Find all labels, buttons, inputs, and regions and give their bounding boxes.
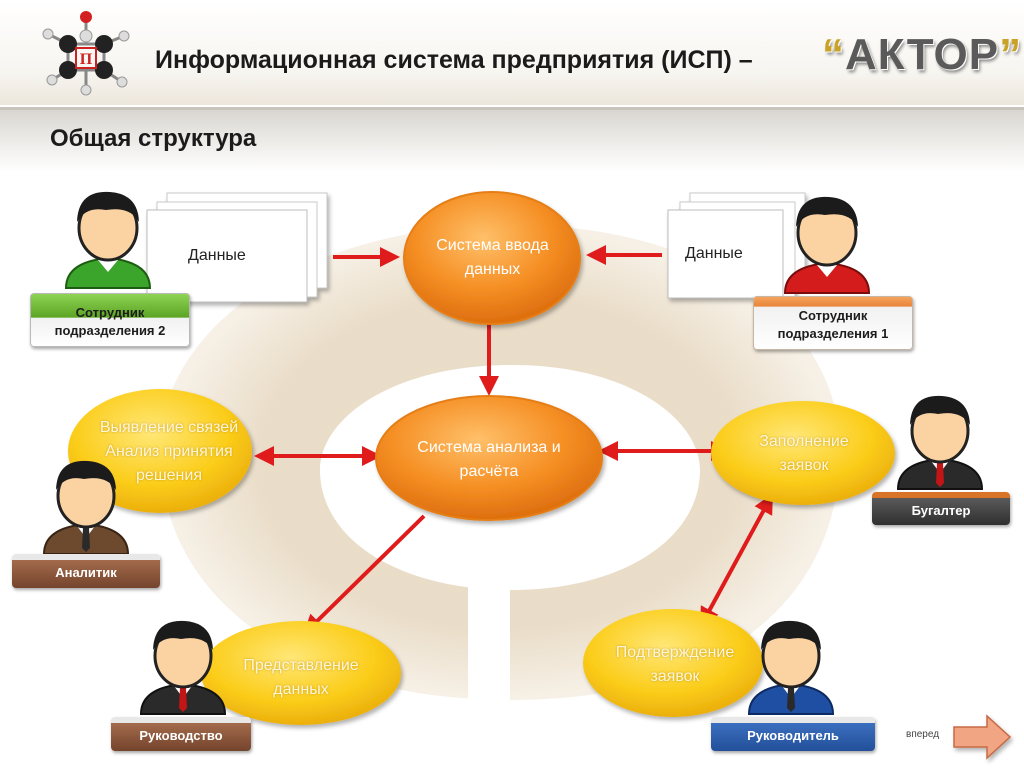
- person-red-icon: [783, 196, 871, 294]
- subtitle-bar: [0, 107, 1024, 172]
- background-ring: [160, 225, 840, 700]
- node-analysis-label: Система анализа и расчёта: [417, 439, 561, 480]
- role-employee1-badge: Сотрудник подразделения 1: [753, 296, 913, 350]
- node-links-label: Выявление связей Анализ принятия решения: [99, 419, 239, 484]
- arrow-requests-confirm: [700, 493, 773, 628]
- svg-text:П: П: [80, 51, 93, 68]
- node-input: [403, 191, 581, 325]
- brand-quote-close: ”: [999, 30, 1023, 79]
- brand-logo-text: “АКТОР”: [822, 30, 1022, 80]
- document-left-label: Данные: [188, 247, 246, 264]
- person-manager-icon: [747, 620, 835, 715]
- person-analyst-icon: [42, 460, 130, 555]
- document-stack-left: [146, 192, 328, 303]
- role-manager-badge: Руководитель: [711, 717, 875, 751]
- ring-gap: [468, 580, 510, 710]
- arrow-analysis-presentation: [303, 514, 426, 635]
- role-employee2-badge: Сотрудник подразделения 2: [30, 293, 190, 347]
- role-management-badge: Руководство: [111, 717, 251, 751]
- brand-quote-open: “: [822, 30, 845, 79]
- node-presentation-label: Представление данных: [243, 657, 359, 698]
- node-input-label: Система ввода данных: [436, 237, 549, 278]
- document-stack-right: [667, 192, 806, 299]
- node-requests: [711, 401, 895, 505]
- role-analyst-badge: Аналитик: [12, 554, 160, 588]
- next-link[interactable]: вперед: [906, 729, 940, 740]
- header-band: [0, 0, 1024, 105]
- node-analysis: [375, 395, 603, 521]
- node-confirm: [583, 609, 763, 717]
- role-accountant-badge: Бугалтер: [872, 492, 1010, 525]
- molecule-logo: П: [42, 11, 130, 96]
- section-subtitle: Общая структура: [50, 125, 257, 152]
- node-presentation: [201, 621, 401, 725]
- person-accountant-icon: [896, 395, 984, 490]
- title-text: Информационная система предприятия (ИСП)…: [155, 46, 753, 74]
- brand-name: АКТОР: [845, 30, 1000, 79]
- node-requests-label: Заполнение заявок: [759, 433, 849, 474]
- document-right-label: Данные: [685, 245, 743, 262]
- person-management-icon: [139, 620, 227, 715]
- next-arrow-icon[interactable]: [953, 714, 1012, 760]
- person-green-icon: [64, 191, 152, 289]
- node-confirm-label: Подтверждение заявок: [615, 644, 735, 685]
- page-title: Информационная система предприятия (ИСП)…: [155, 46, 753, 75]
